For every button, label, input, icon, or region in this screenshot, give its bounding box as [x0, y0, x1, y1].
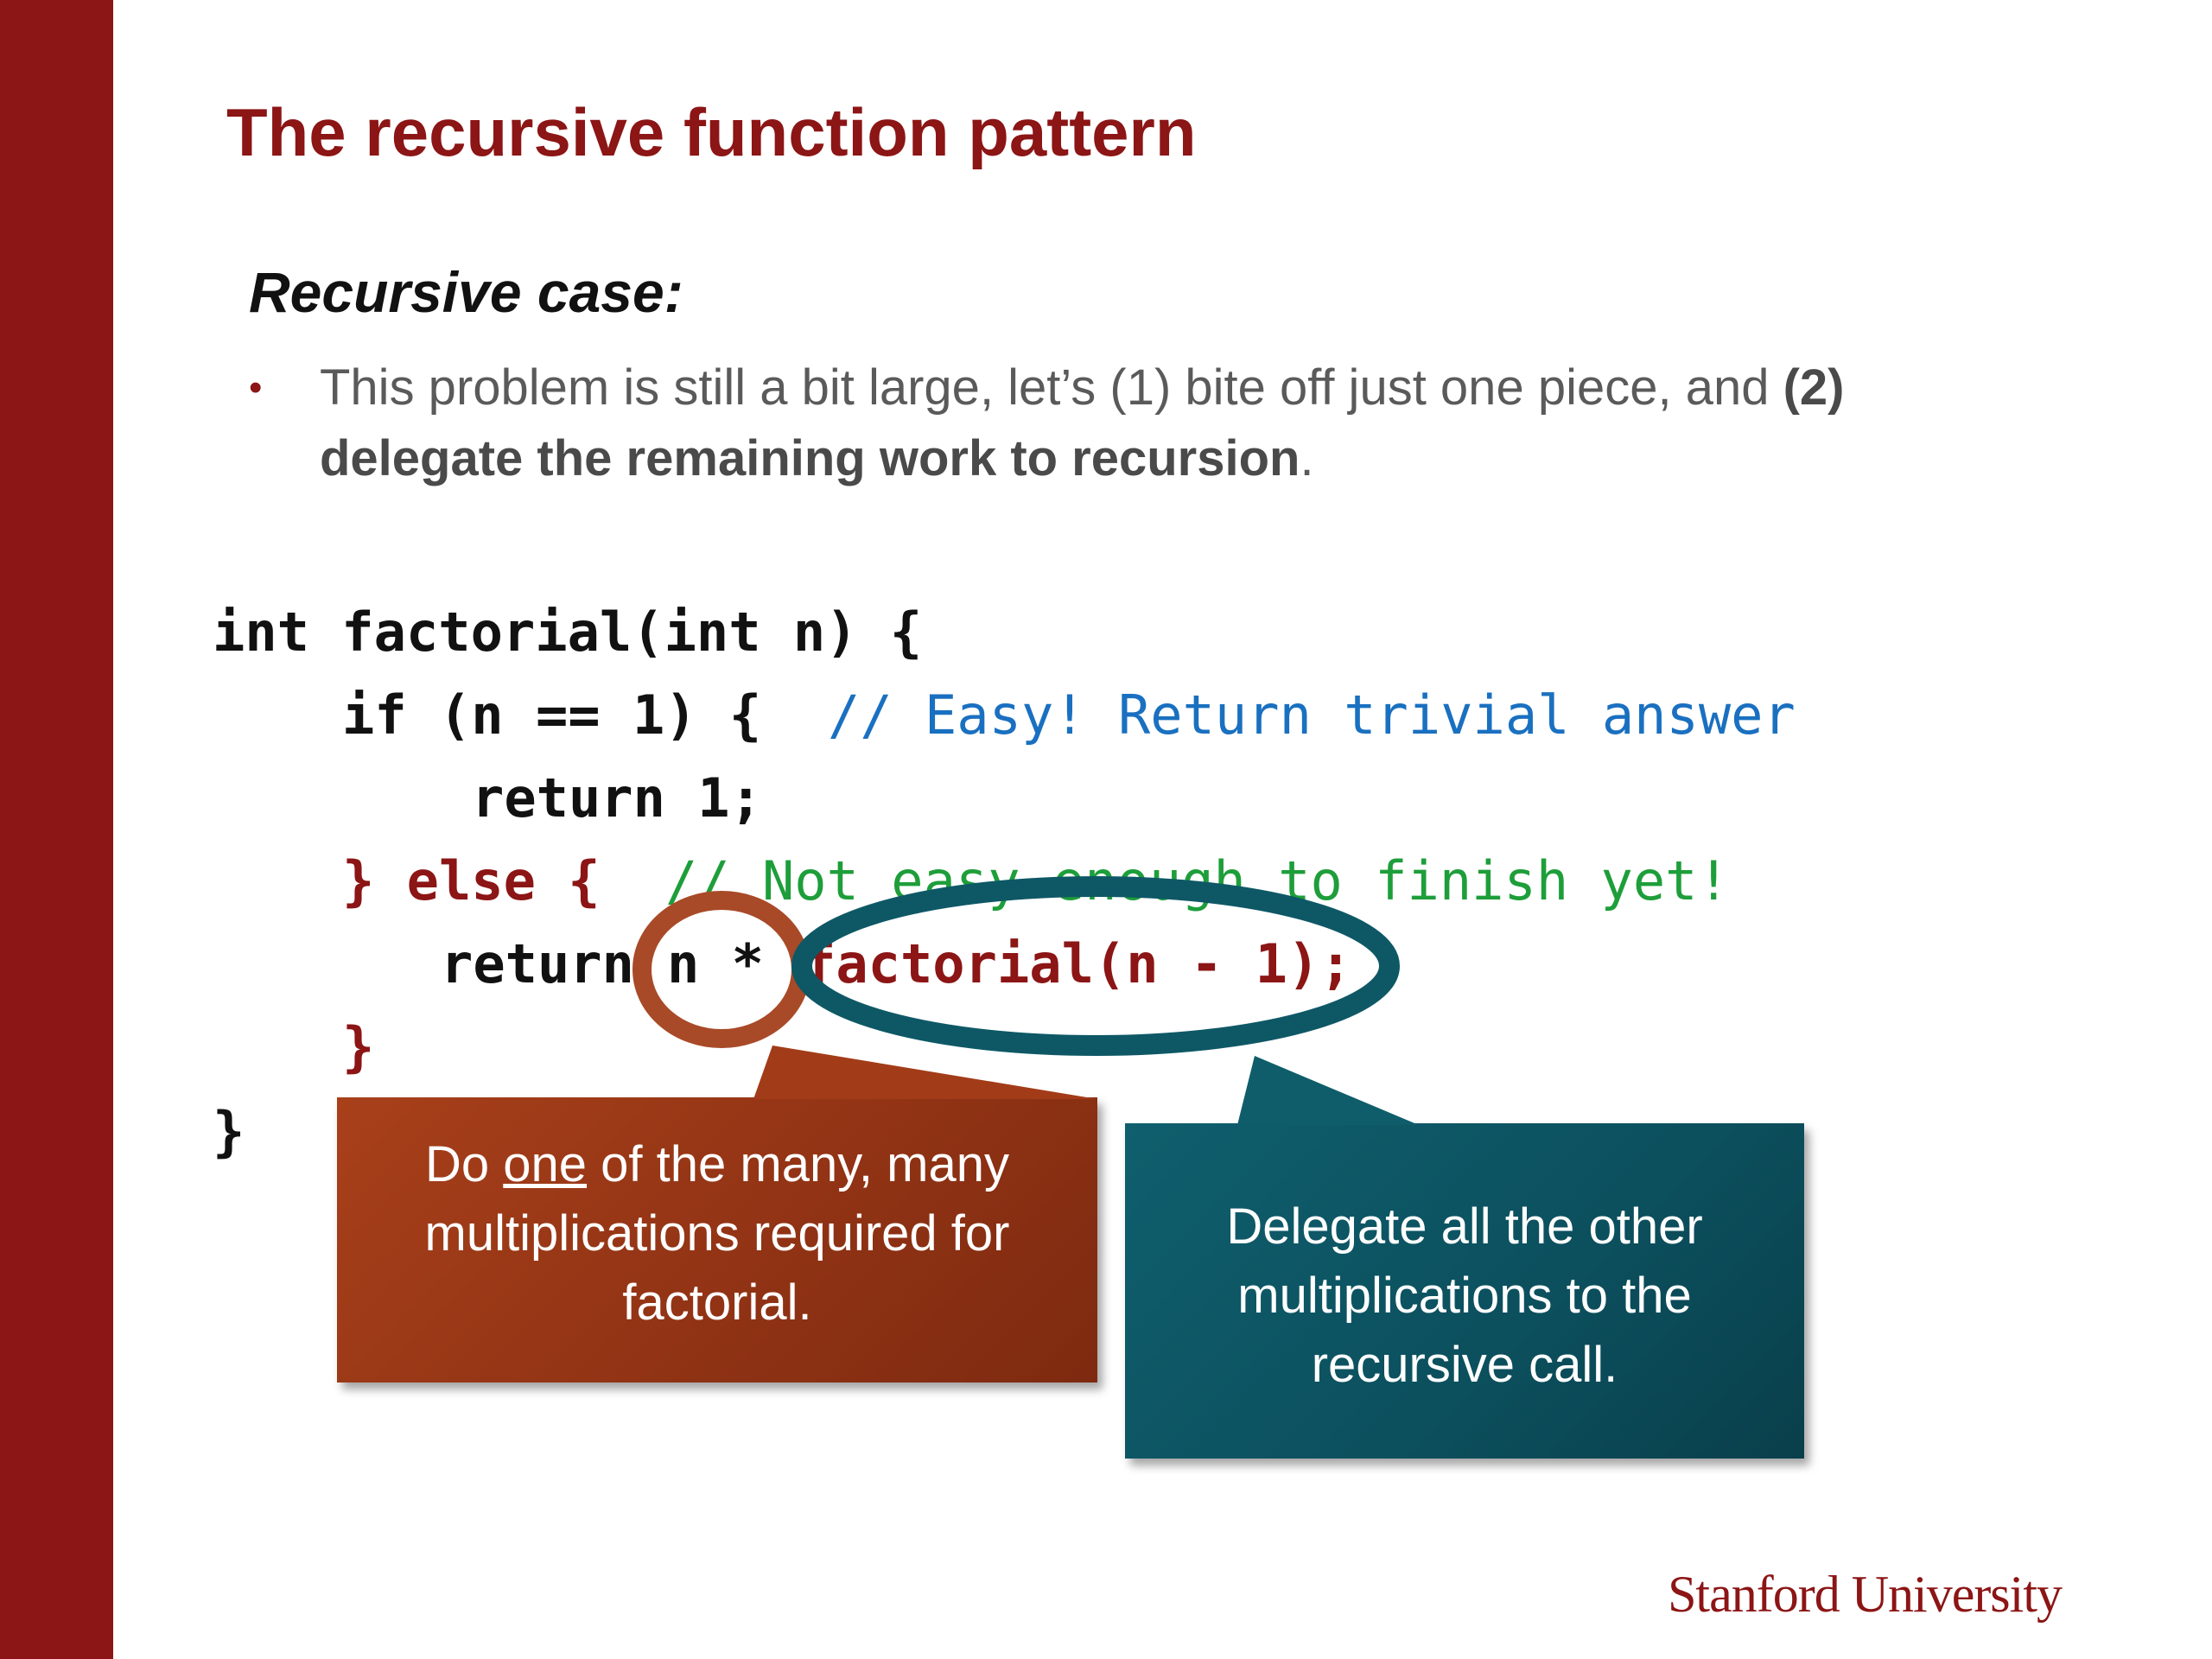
- bullet-text-part2: .: [1300, 430, 1314, 486]
- bullet-text: This problem is still a bit large, let’s…: [320, 353, 1961, 494]
- code-line-1: int factorial(int n) {: [213, 601, 923, 664]
- code-line-2-comment: // Easy! Return trivial answer: [828, 683, 1796, 747]
- callout-one-text: Do one of the many, many multiplications…: [363, 1130, 1071, 1338]
- callout-one-text-before: Do: [425, 1136, 504, 1192]
- bullet-dot-icon: •: [249, 366, 263, 409]
- callout-one-text-underlined: one: [503, 1136, 588, 1192]
- code-line-2-code: if (n == 1) {: [342, 683, 762, 747]
- code-line-4-code: } else {: [342, 849, 601, 912]
- bullet-text-bold: (2) delegate the remaining work to recur…: [320, 359, 1845, 486]
- callout-two-pointer-icon: [1237, 1056, 1419, 1125]
- callout-one-pointer-icon: [753, 1046, 1097, 1099]
- slide-title: The recursive function pattern: [226, 94, 1197, 170]
- code-line-5-keyword: return: [441, 932, 634, 995]
- stanford-university-logo: Stanford University: [1668, 1566, 2063, 1623]
- callout-two-text: Delegate all the other multiplications t…: [1226, 1198, 1703, 1393]
- code-line-4-comment: // Not easy enough to finish yet!: [665, 849, 1730, 912]
- code-line-2: if (n == 1) {: [342, 674, 761, 757]
- code-line-7: }: [213, 1100, 245, 1163]
- callout-one-text-after: of the many, many multiplications requir…: [424, 1136, 1010, 1331]
- section-heading: Recursive case:: [249, 260, 683, 324]
- code-line-5-op: n *: [667, 932, 764, 995]
- code-line-6: }: [342, 1015, 375, 1078]
- left-accent-bar: [0, 0, 113, 1659]
- code-line-3: return 1;: [472, 766, 762, 830]
- bullet-text-part1: This problem is still a bit large, let’s…: [320, 359, 1783, 416]
- callout-one-multiplication: Do one of the many, many multiplications…: [337, 1046, 1097, 1382]
- callout-delegate-recursion: Delegate all the other multiplications t…: [1125, 1056, 1804, 1459]
- code-line-5-call: factorial(n - 1);: [804, 932, 1352, 995]
